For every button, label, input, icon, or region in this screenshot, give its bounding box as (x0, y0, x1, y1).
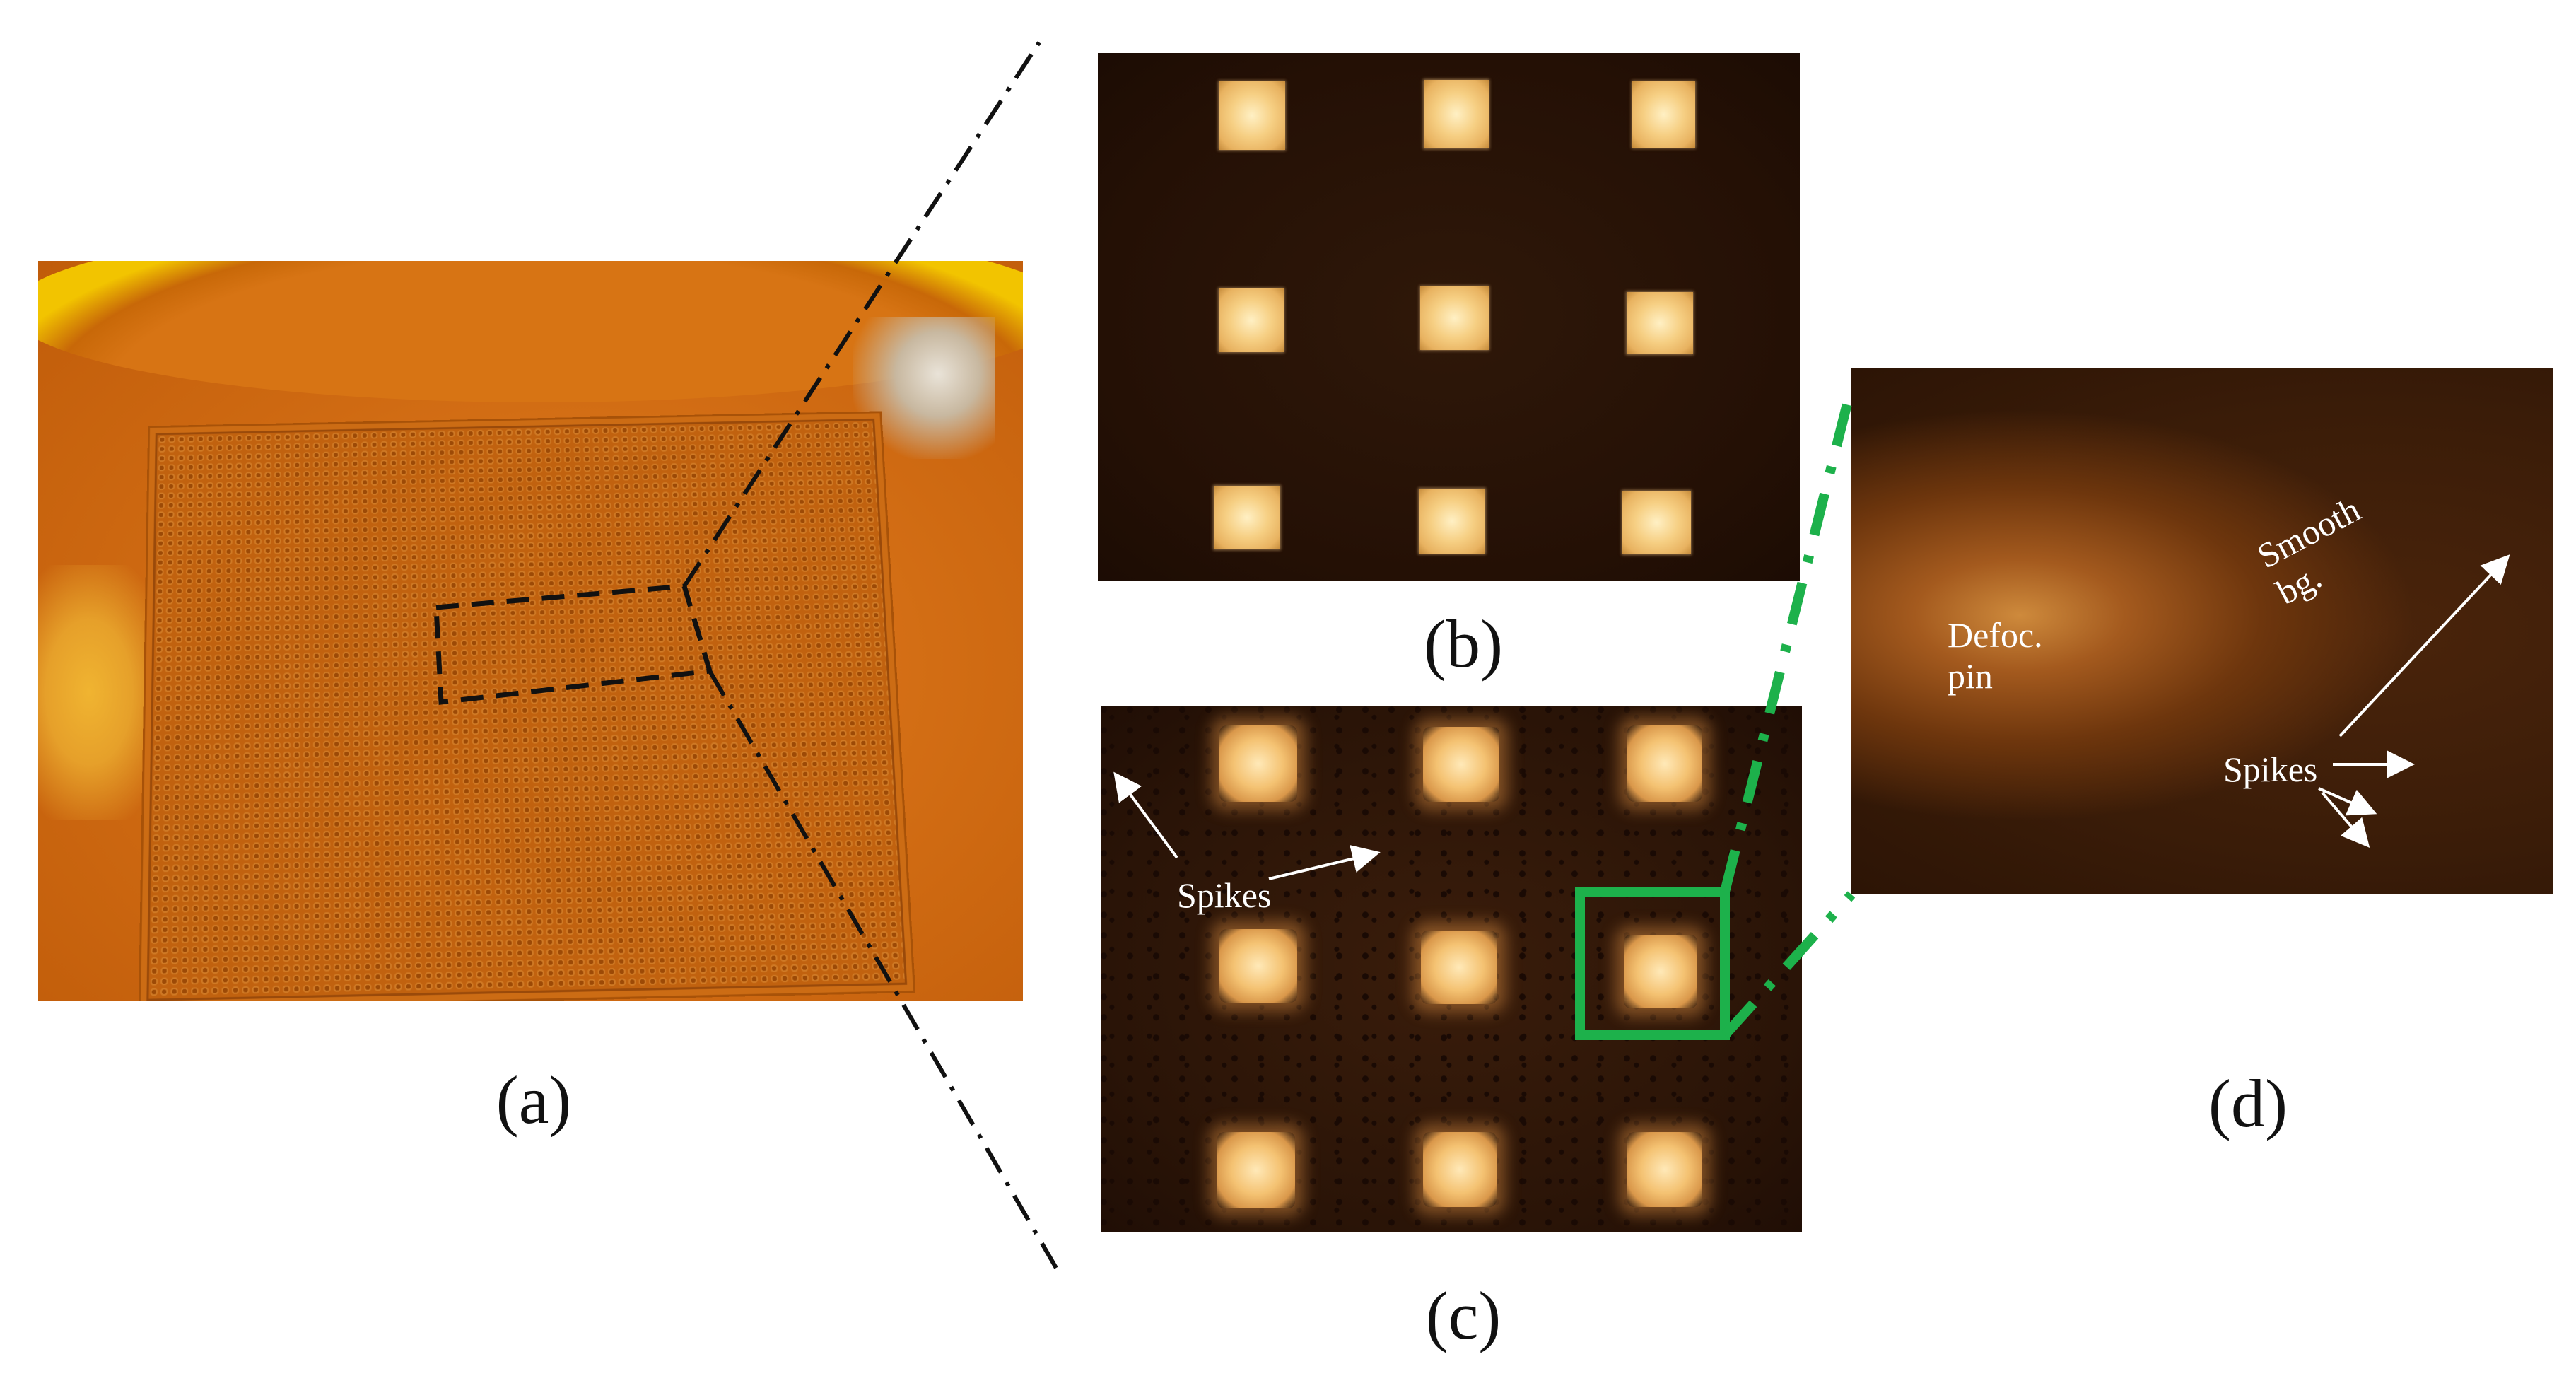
pad (1627, 725, 1702, 802)
defoc-pin-label: Defoc. pin (1948, 615, 2043, 696)
pad (1421, 931, 1497, 1004)
pad (1214, 486, 1280, 549)
caption-a: (a) (496, 1062, 572, 1138)
pad (1632, 81, 1695, 148)
pad (1622, 491, 1691, 554)
panel-b-micrograph (1098, 53, 1800, 581)
pad (1423, 1132, 1497, 1207)
caption-b: (b) (1424, 606, 1503, 682)
panel-a-photo (38, 261, 1023, 1001)
pad (1217, 1132, 1295, 1208)
pad (1627, 1132, 1702, 1207)
pad (1624, 935, 1697, 1008)
caption-c: (c) (1425, 1278, 1501, 1353)
spikes-label-c: Spikes (1177, 875, 1272, 915)
panel-c-micrograph: Spikes (1101, 706, 1802, 1232)
pin-array (146, 418, 908, 1001)
pad (1420, 286, 1489, 350)
pad (1219, 81, 1285, 150)
pad (1219, 929, 1297, 1003)
pad (1219, 725, 1297, 802)
pad (1424, 80, 1489, 148)
pad (1419, 489, 1485, 554)
caption-d: (d) (2208, 1066, 2288, 1141)
spikes-label-d: Spikes (2223, 750, 2318, 789)
pad (1627, 292, 1693, 354)
pad (1219, 288, 1284, 352)
smooth-bg-label: Smooth bg. (2251, 489, 2367, 612)
glare-left (38, 565, 165, 820)
pad (1423, 727, 1499, 802)
panel-d-micrograph: Defoc. pin Smooth bg. Spikes (1851, 368, 2553, 894)
